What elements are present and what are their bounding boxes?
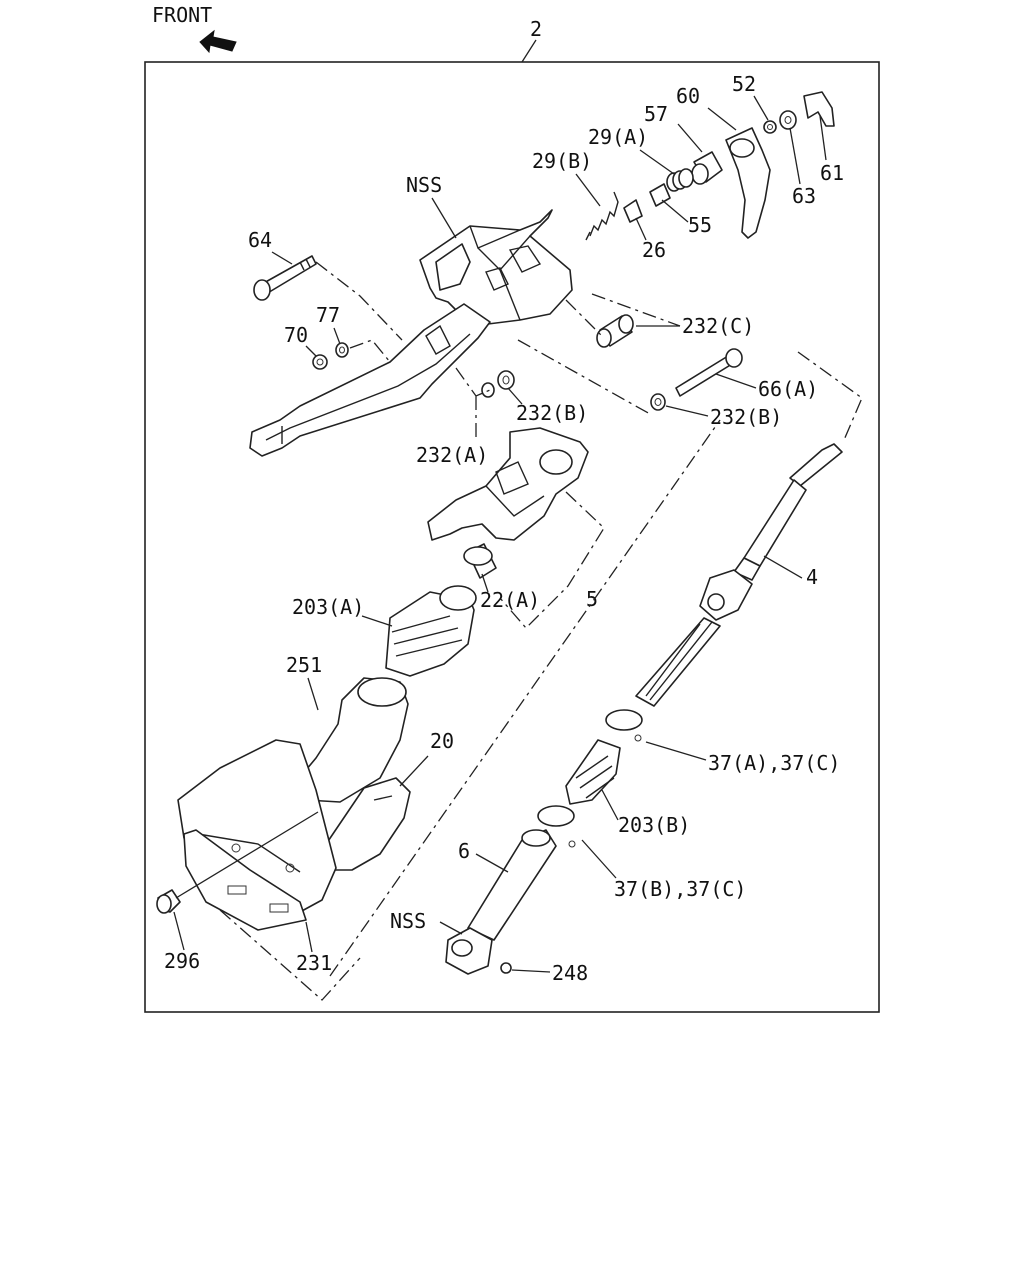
clip-296-part: [156, 889, 181, 914]
column-upper-5-part: [427, 427, 589, 541]
plate-231-part: [177, 739, 337, 931]
clamp-37a-part: [605, 709, 643, 742]
callout-232b-left: 232(B): [516, 401, 588, 425]
callout-22a: 22(A): [480, 588, 540, 612]
nut-70-part: [312, 354, 328, 370]
callout-60: 60: [676, 84, 700, 108]
spring-29a-part: [666, 168, 694, 192]
callout-232a: 232(A): [416, 443, 488, 467]
spring-29b-part: [585, 191, 619, 241]
bushing-232b-left-part: [497, 370, 515, 390]
callout-52: 52: [732, 72, 756, 96]
callout-5: 5: [586, 587, 598, 611]
callout-20: 20: [430, 729, 454, 753]
callout-61: 61: [820, 161, 844, 185]
callout-231: 231: [296, 951, 332, 975]
clip-26-part: [623, 199, 643, 223]
callout-nss-top: NSS: [406, 173, 442, 197]
steering-shaft-4-part: [635, 443, 843, 707]
callout-29a: 29(A): [588, 125, 648, 149]
boot-203b-part: [565, 739, 621, 805]
callout-232c: 232(C): [682, 314, 754, 338]
callout-77: 77: [316, 303, 340, 327]
joint-nss-part: [445, 927, 493, 975]
front-label: FRONT: [152, 3, 212, 27]
callout-232b-right: 232(B): [710, 405, 782, 429]
collar-22a-part: [463, 543, 497, 579]
callout-66a: 66(A): [758, 377, 818, 401]
callout-70: 70: [284, 323, 308, 347]
shaft-6-part: [467, 829, 557, 941]
column-support-bracket-part: [249, 303, 491, 457]
clamp-37b-part: [537, 805, 576, 848]
callout-6: 6: [458, 839, 470, 863]
clip-55-part: [649, 183, 671, 207]
upper-bracket-nss-part: [419, 209, 573, 327]
callout-4: 4: [806, 565, 818, 589]
callout-26: 26: [642, 238, 666, 262]
callout-57: 57: [644, 102, 668, 126]
boot-251-part: [295, 677, 409, 803]
callout-251: 251: [286, 653, 322, 677]
callout-nss-bottom: NSS: [390, 909, 426, 933]
callout-248: 248: [552, 961, 588, 985]
assembly-number-label: 2: [530, 17, 542, 41]
bushing-232c-part: [596, 314, 634, 348]
bolt-66a-part: [675, 348, 743, 397]
callout-29b: 29(B): [532, 149, 592, 173]
callout-64: 64: [248, 228, 272, 252]
callout-37bc: 37(B),37(C): [614, 877, 746, 901]
bushing-232b-right-part: [650, 393, 666, 411]
bolt-248-part: [500, 962, 512, 974]
callout-203a: 203(A): [292, 595, 364, 619]
callout-55: 55: [688, 213, 712, 237]
washer-77-part: [335, 342, 349, 358]
assembly-frame: [144, 61, 880, 1013]
bracket-61-part: [803, 91, 835, 127]
boot-203a-part: [385, 585, 477, 677]
bolt-64-part: [253, 255, 317, 301]
front-arrow-icon: [199, 29, 237, 54]
lever-60-part: [725, 127, 771, 239]
bushing-232a-part: [481, 382, 495, 398]
nut-52-part: [763, 120, 777, 134]
callout-37ac: 37(A),37(C): [708, 751, 840, 775]
bushing-57-part: [691, 151, 723, 185]
callout-63: 63: [792, 184, 816, 208]
callout-203b: 203(B): [618, 813, 690, 837]
callout-296: 296: [164, 949, 200, 973]
washer-63-part: [779, 110, 797, 130]
